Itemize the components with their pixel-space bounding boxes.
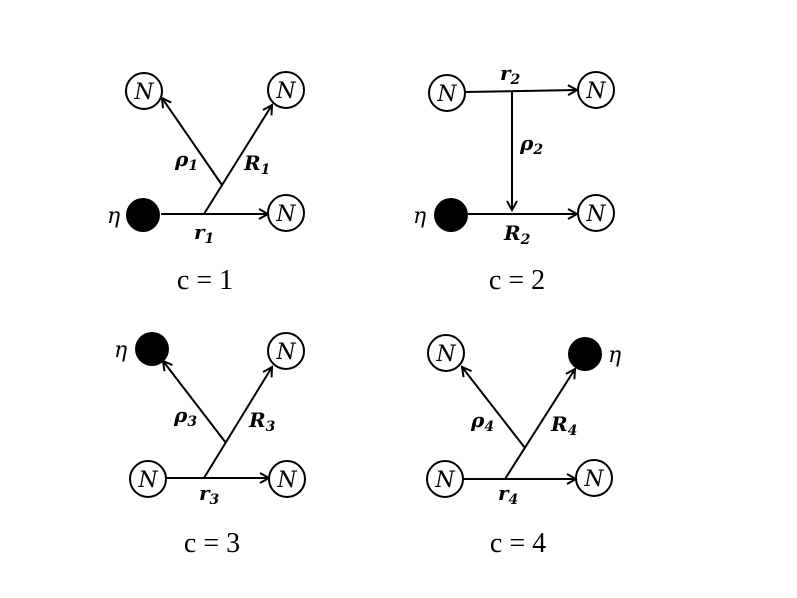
eta-label: η: [608, 343, 621, 368]
edge-R4: [504, 369, 575, 480]
r-label: r4: [498, 481, 518, 508]
eta-node: [135, 332, 169, 366]
panel-c4: N η N N ρ4 R4 r4 c = 4: [426, 334, 621, 559]
n-label: N: [275, 340, 296, 365]
n-node: N: [575, 459, 613, 497]
eta-label: η: [107, 204, 120, 229]
n-label: N: [275, 79, 296, 104]
n-label: N: [585, 79, 606, 104]
n-label: N: [435, 342, 456, 367]
edge-R1: [203, 105, 272, 215]
n-label: N: [133, 80, 154, 105]
panel-c2: N N N η r2 ρ2 R2 c = 2: [413, 61, 615, 296]
n-node: N: [267, 194, 305, 232]
n-label: N: [585, 202, 606, 227]
rho-label: ρ1: [174, 147, 198, 174]
rho-label: ρ4: [470, 408, 494, 435]
edge-R3: [203, 367, 272, 479]
n-label: N: [275, 202, 296, 227]
n-label: N: [276, 468, 297, 493]
edge-rho1: [162, 98, 223, 186]
caption: c = 4: [490, 528, 546, 559]
n-node: N: [577, 71, 615, 109]
panel-c3: η N N N ρ3 R3 r3 c = 3: [114, 332, 306, 559]
n-label: N: [583, 467, 604, 492]
R-label: R3: [248, 408, 276, 435]
eta-node: [568, 337, 602, 371]
eta-node: [434, 198, 468, 232]
n-node: N: [129, 460, 167, 498]
eta-label: η: [114, 338, 127, 363]
n-node: N: [125, 72, 163, 110]
caption: c = 1: [177, 265, 233, 296]
n-node: N: [577, 194, 615, 232]
r-label: r2: [500, 61, 521, 88]
edge-rho3: [163, 361, 227, 444]
rho-label: ρ2: [519, 131, 543, 158]
edge-r2: [464, 90, 577, 92]
rho-label: ρ3: [173, 403, 197, 430]
n-label: N: [137, 468, 158, 493]
R-label: R4: [550, 412, 577, 439]
panel-c1: η N N N ρ1 R1 r1 c = 1: [107, 71, 305, 296]
r-label: r3: [199, 481, 220, 508]
n-node: N: [268, 460, 306, 498]
n-node: N: [427, 334, 465, 372]
n-node: N: [267, 71, 305, 109]
R-label: R1: [243, 151, 270, 178]
n-node: N: [428, 74, 466, 112]
edge-rho4: [462, 367, 526, 449]
caption: c = 3: [184, 528, 240, 559]
r-label: r1: [194, 220, 214, 247]
n-label: N: [436, 82, 457, 107]
R-label: R2: [503, 221, 531, 248]
caption: c = 2: [489, 265, 545, 296]
eta-label: η: [413, 204, 426, 229]
n-label: N: [434, 468, 455, 493]
n-node: N: [267, 332, 305, 370]
n-node: N: [426, 460, 464, 498]
eta-node: [126, 198, 160, 232]
